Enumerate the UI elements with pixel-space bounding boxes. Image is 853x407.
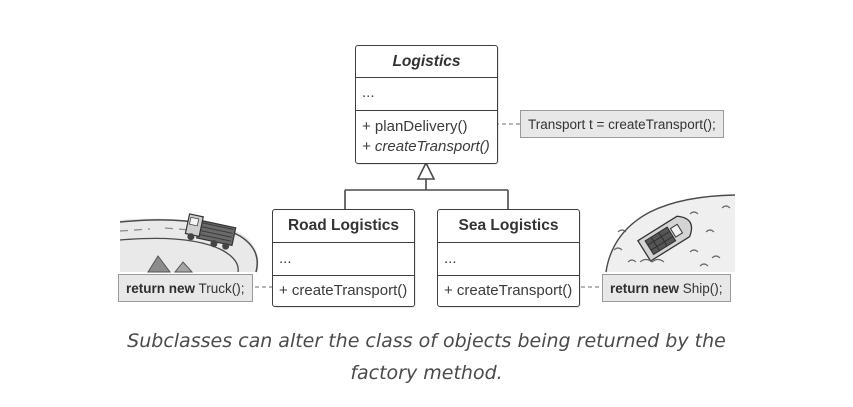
ship-note-keyword: return new <box>610 280 680 296</box>
logistics-methods: + planDelivery() + createTransport() <box>356 110 497 163</box>
create-transport-method: + createTransport() <box>362 138 490 155</box>
inheritance-arrowhead <box>416 161 436 180</box>
sea-create-transport-method: + createTransport() <box>438 275 579 306</box>
inheritance-connector <box>344 161 509 211</box>
logistics-fields: ... <box>356 77 497 110</box>
logistics-class-box: Logistics ... + planDelivery() + createT… <box>355 45 498 164</box>
sea-logistics-fields: ... <box>438 242 579 275</box>
return-truck-note: return new Truck(); <box>118 274 253 302</box>
road-logistics-fields: ... <box>273 242 414 275</box>
ship-illustration <box>605 194 736 273</box>
sea-logistics-class-box: Sea Logistics ... + createTransport() <box>437 209 580 307</box>
ship-note-class: Ship(); <box>679 280 723 296</box>
caption-line-2: factory method. <box>350 362 503 384</box>
road-create-transport-method: + createTransport() <box>273 275 414 306</box>
truck-note-keyword: return new <box>126 280 196 296</box>
road-logistics-class-box: Road Logistics ... + createTransport() <box>272 209 415 307</box>
truck-illustration <box>119 213 259 273</box>
logistics-class-name: Logistics <box>392 53 461 70</box>
road-logistics-class-name: Road Logistics <box>287 217 400 234</box>
sea-logistics-class-name: Sea Logistics <box>458 217 559 234</box>
plan-delivery-method: + planDelivery() <box>362 118 468 135</box>
truck-note-class: Truck(); <box>195 280 245 296</box>
plan-delivery-note: Transport t = createTransport(); <box>520 110 724 138</box>
return-ship-note: return new Ship(); <box>602 274 731 302</box>
caption-line-1: Subclasses can alter the class of object… <box>127 330 726 352</box>
plan-delivery-note-text: Transport t = createTransport(); <box>528 116 716 132</box>
